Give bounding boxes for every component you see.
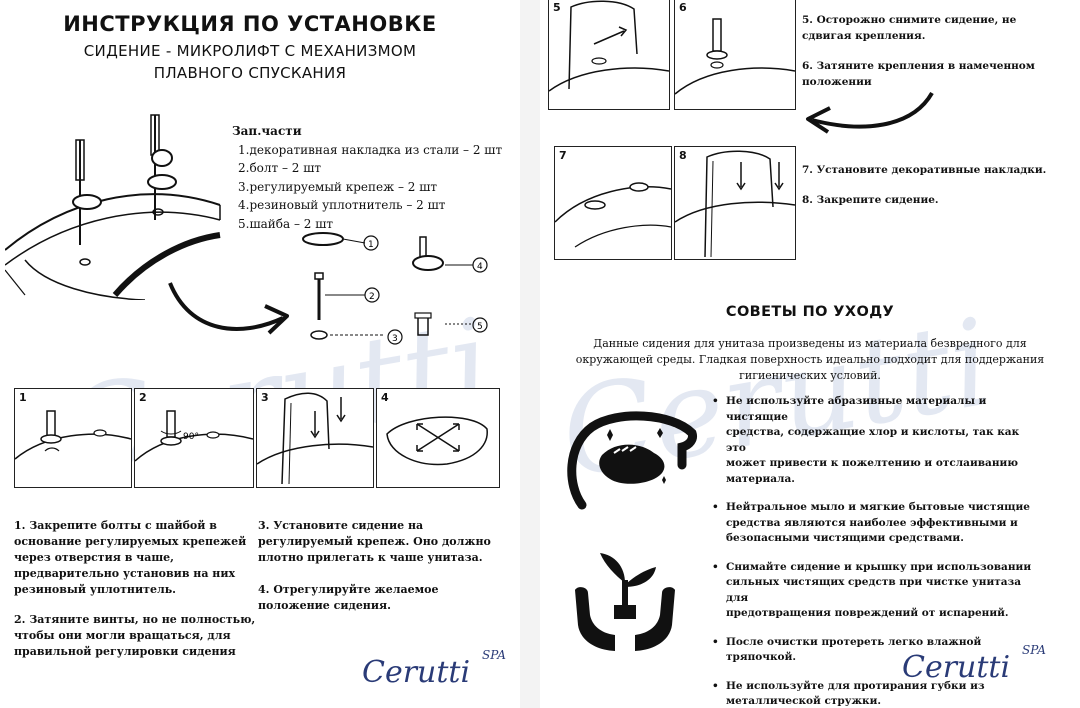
text-line: металлической стружки. [726, 695, 882, 707]
text-line: регулируемый крепеж. Оно должно [258, 535, 491, 548]
text-line: Снимайте сидение и крышку при использова… [726, 560, 1032, 573]
list-item: • Снимайте сидение и крышку при использо… [712, 560, 1042, 622]
step-panel-4: 4 [376, 388, 500, 488]
hands-sprout-icon [575, 553, 675, 651]
parts-item: 4.резиновый уплотнитель – 2 шт [238, 198, 446, 212]
text-line: средства, содержащие хлор и кислоты, так… [726, 426, 1020, 454]
text-line: 6. Затяните крепления в намеченном [802, 60, 1035, 72]
list-item: • Нейтральное мыло и мягкие бытовые чист… [712, 500, 1042, 547]
step-5-text: 5. Осторожно снимите сидение, не сдвигая… [802, 12, 1016, 44]
text-line: предотвращения повреждений от испарений. [726, 607, 1009, 619]
callout-1: 1 [368, 240, 374, 250]
panel-number: 6 [679, 1, 687, 14]
text-line: гигиенических условий. [739, 369, 881, 382]
text-line: 4. Отрегулируйте желаемое [258, 583, 439, 596]
text-line: Данные сидения для унитаза произведены и… [593, 337, 1027, 350]
list-item: • Не используйте для протирания губки из… [712, 679, 1042, 708]
text-line: 5. Осторожно снимите сидение, не [802, 14, 1017, 26]
page-gutter [520, 0, 540, 708]
text-line: Нейтральное мыло и мягкие бытовые чистящ… [726, 501, 1030, 513]
text-line: 3. Установите сидение на [258, 519, 424, 532]
page-title: ИНСТРУКЦИЯ ПО УСТАНОВКЕ [63, 12, 437, 36]
brand-logo: Cerutti [902, 650, 1011, 685]
step-panel-7: 7 [554, 146, 672, 260]
parts-item: 5.шайба – 2 шт [238, 216, 334, 231]
page-subtitle-line1: СИДЕНИЕ - МИКРОЛИФТ С МЕХАНИЗМОМ [83, 42, 417, 60]
step-2-text: 2. Затяните винты, но не полностью, чтоб… [14, 612, 255, 660]
panel-number: 3 [261, 391, 269, 404]
right-page: Cerutti 5 6 5. Осторожно снимите сидение… [540, 0, 1080, 708]
care-tips-list: • Не используйте абразивные материалы и … [712, 394, 1042, 708]
bullet: • [712, 501, 719, 513]
step-1-text: 1. Закрепите болты с шайбой в основание … [14, 518, 246, 598]
bullet: • [712, 395, 719, 407]
step-7-text: 7. Установите декоративные накладки. [802, 164, 1047, 176]
brand-spa: SPA [482, 648, 506, 662]
text-line: 2. Затяните винты, но не полностью, [14, 613, 256, 626]
step-panel-5: 5 [548, 0, 670, 110]
spare-parts-list: Зап.части 1.декоративная накладка из ста… [232, 122, 502, 233]
text-line: чтобы они могли вращаться, для [14, 629, 231, 642]
step-3-text: 3. Установите сидение на регулируемый кр… [258, 518, 491, 566]
page-subtitle-line2: ПЛАВНОГО СПУСКАНИЯ [153, 64, 347, 82]
panel-number: 2 [139, 391, 147, 404]
brand-logo: Cerutti [362, 655, 471, 690]
text-line: 1. Закрепите болты с шайбой в [14, 519, 217, 532]
text-line: безопасными чистящими средствами. [726, 532, 964, 544]
step-panel-3: 3 [256, 388, 374, 488]
text-line: через отверстия в чаше, [14, 551, 175, 564]
step-4-text: 4. Отрегулируйте желаемое положение сиде… [258, 582, 439, 614]
panel-number: 4 [381, 391, 389, 404]
list-item: • После очистки протереть легко влажной … [712, 635, 1042, 666]
step-8-text: 8. Закрепите сидение. [802, 194, 939, 206]
list-item: • Не используйте абразивные материалы и … [712, 394, 1042, 487]
bullet: • [712, 635, 719, 648]
text-line: окружающей среды. Гладкая поверхность ид… [575, 353, 1045, 366]
callout-5: 5 [477, 322, 483, 332]
panel-number: 1 [19, 391, 27, 404]
text-line: положении [802, 76, 872, 88]
toilet-seat-cleaning-icon [567, 411, 697, 510]
text-line: После очистки протереть легко влажной тр… [726, 635, 982, 664]
curved-arrow-left-icon [806, 91, 934, 134]
text-line: Не используйте для протирания губки из [726, 679, 985, 692]
text-line: предварительно установив на них [14, 567, 236, 580]
panel-number: 8 [679, 149, 687, 162]
text-line: средства являются наиболее эффективными … [726, 516, 1018, 529]
step-panel-2: 2 90° [134, 388, 254, 488]
care-intro: Данные сидения для унитаза произведены и… [560, 336, 1060, 384]
bullet: • [712, 679, 719, 692]
parts-item: 2.болт – 2 шт [238, 161, 322, 175]
parts-header: Зап.части [232, 124, 302, 138]
text-line: плотно прилегать к чаше унитаза. [258, 551, 483, 564]
text-line: резиновый уплотнитель. [14, 583, 176, 596]
callout-4: 4 [477, 262, 483, 272]
care-title: СОВЕТЫ ПО УХОДУ [725, 304, 895, 320]
brand-spa: SPA [1022, 643, 1046, 657]
text-line: правильной регулировки сидения [14, 645, 236, 658]
text-line: положение сидения. [258, 599, 391, 612]
curved-arrow-icon [168, 282, 289, 335]
bullet: • [712, 560, 719, 573]
text-line: основание регулируемых крепежей [14, 535, 247, 548]
parts-illustration: 1 4 2 3 5 [302, 232, 488, 345]
parts-item: 3.регулируемый крепеж – 2 шт [238, 179, 438, 194]
callout-2: 2 [369, 292, 375, 302]
text-line: сдвигая крепления. [802, 30, 926, 42]
callout-3: 3 [392, 334, 398, 344]
left-page: Cerutti ИНСТРУКЦИЯ ПО УСТАНОВКЕ СИДЕНИЕ … [0, 0, 520, 708]
step-panel-1: 1 [14, 388, 132, 488]
step-6-text: 6. Затяните крепления в намеченном полож… [802, 58, 1035, 90]
text-line: сильных чистящих средств при чистке унит… [726, 576, 1022, 604]
step-panel-6: 6 [674, 0, 796, 110]
panel-number: 7 [559, 149, 567, 162]
text-line: может привести к пожелтению и отслаивани… [726, 457, 1019, 469]
parts-item: 1.декоративная накладка из стали – 2 шт [238, 142, 503, 157]
toilet-parts-drawing [5, 114, 221, 300]
text-line: Не используйте абразивные материалы и чи… [726, 395, 987, 423]
step-panel-8: 8 [674, 146, 796, 260]
panel-number: 5 [553, 1, 561, 14]
angle-label: 90° [183, 432, 199, 442]
text-line: материала. [726, 472, 795, 485]
